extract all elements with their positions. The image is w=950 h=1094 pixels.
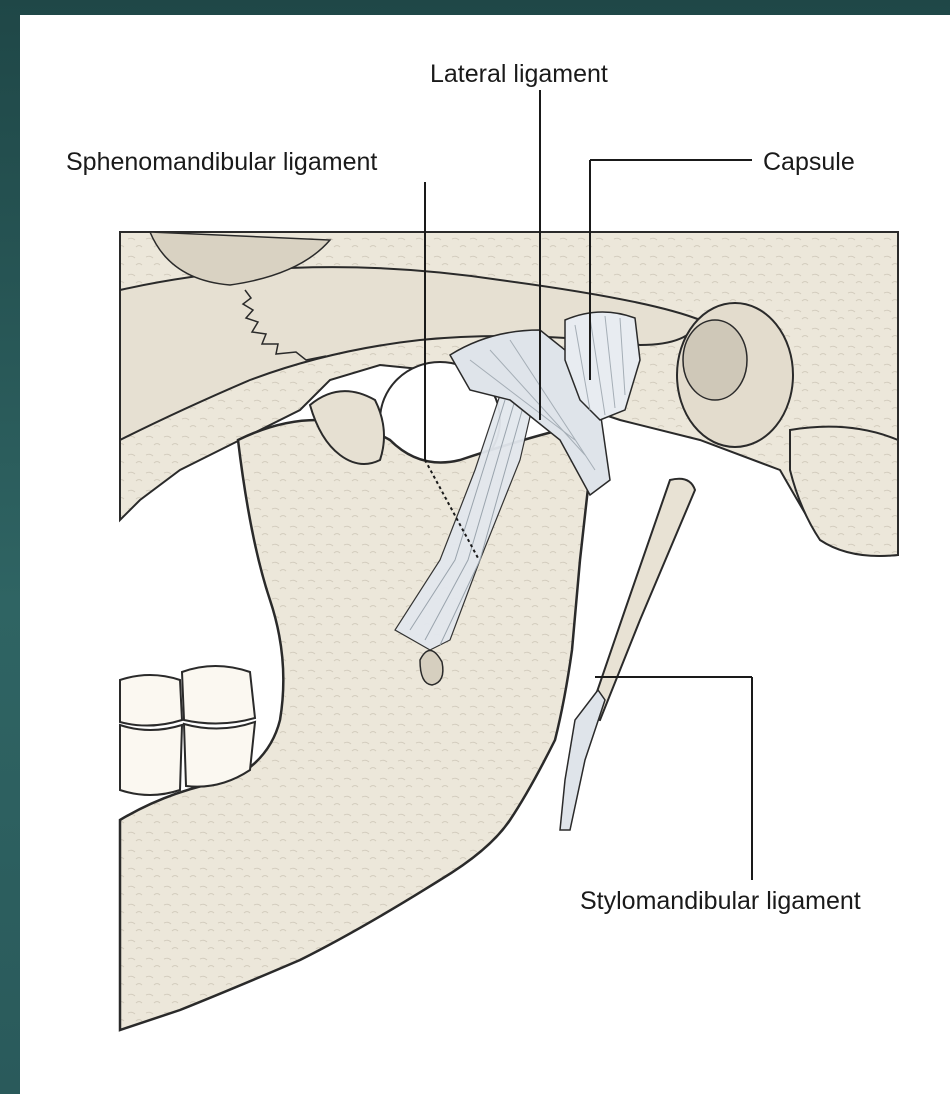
molar-teeth — [120, 666, 255, 795]
label-stylomandibular-ligament: Stylomandibular ligament — [580, 889, 861, 914]
stylomandibular-ligament-shape — [560, 690, 605, 830]
mastoid-region — [790, 427, 898, 556]
styloid-process — [588, 479, 695, 720]
acoustic-opening — [683, 320, 747, 400]
label-capsule: Capsule — [763, 150, 855, 175]
label-lateral-ligament: Lateral ligament — [430, 62, 608, 87]
label-sphenomandibular-ligament: Sphenomandibular ligament — [66, 150, 377, 175]
